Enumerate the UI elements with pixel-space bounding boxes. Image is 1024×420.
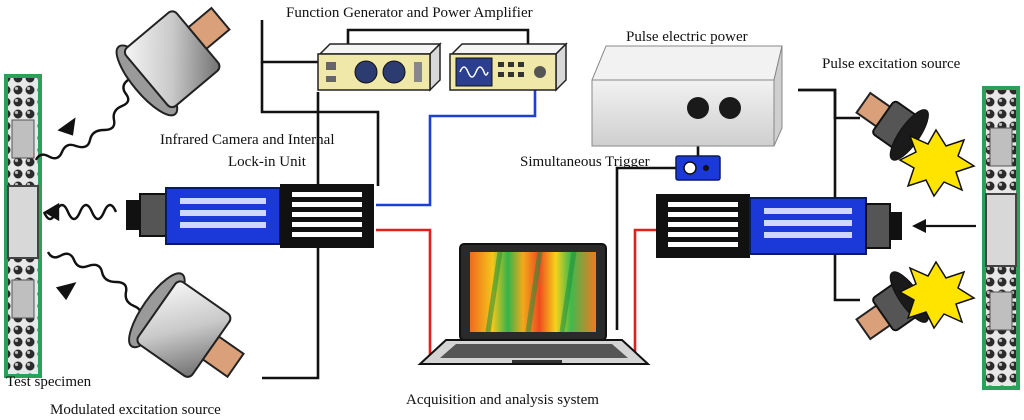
right-infrared-camera (656, 194, 902, 258)
function-generator (449, 42, 568, 92)
acquisition-label: Acquisition and analysis system (406, 392, 599, 408)
middle-wave-arrowhead (43, 202, 60, 222)
left-infrared-camera (126, 184, 374, 248)
power-amplifier (317, 42, 442, 92)
trigger-label: Simultaneous Trigger (520, 154, 650, 170)
pulse-power-label: Pulse electric power (626, 29, 748, 45)
pulse-source-label: Pulse excitation source (822, 56, 961, 72)
test-specimen-label: Test specimen (6, 374, 92, 390)
upper-halogen-lamp (115, 6, 231, 117)
ir-camera-label-line2: Lock-in Unit (228, 154, 307, 170)
modulated-source-label: Modulated excitation source (50, 402, 221, 418)
upper-lamp-wire (260, 20, 318, 64)
upper-wave-arrowhead (57, 117, 76, 136)
wires (260, 20, 860, 380)
upper-pulse-wire (798, 88, 860, 120)
modulated-heat-waves (34, 79, 142, 333)
upper-heat-wave (34, 79, 130, 161)
lower-wave-arrowhead (55, 282, 77, 301)
pulse-electric-power-supply (591, 45, 783, 147)
acquisition-laptop (417, 243, 651, 365)
reference-signal-wire (376, 88, 537, 207)
left-test-specimen (4, 74, 42, 378)
right-test-specimen (982, 86, 1020, 390)
lower-pulse-wire (798, 88, 860, 302)
lower-halogen-lamp (128, 272, 245, 379)
upper-flash-burst (898, 128, 976, 198)
trigger-laptop-wire (615, 166, 682, 330)
trigger-box (675, 155, 721, 181)
ir-camera-label-line1: Infrared Camera and Internal (160, 132, 335, 148)
lower-flash-burst (898, 260, 976, 330)
function-generator-label: Function Generator and Power Amplifier (286, 5, 533, 21)
incoming-radiation-arrow (912, 219, 976, 233)
camera-feed-wire (260, 62, 380, 186)
